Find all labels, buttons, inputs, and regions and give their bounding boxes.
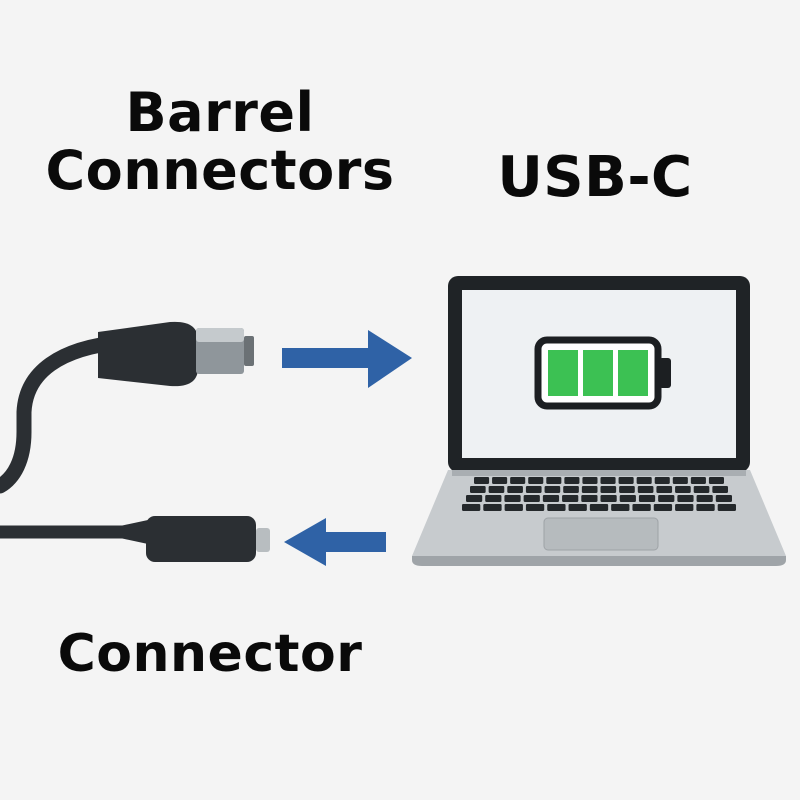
keyboard-key — [492, 477, 508, 484]
battery-cell — [583, 350, 613, 396]
keyboard-key — [715, 495, 732, 502]
keyboard-key — [708, 477, 724, 484]
keyboard-key — [485, 495, 502, 502]
keyboard-key — [696, 495, 713, 502]
keyboard-key — [600, 477, 616, 484]
battery-cells — [548, 350, 648, 396]
keyboard-key — [542, 495, 560, 502]
keyboard-key — [717, 504, 736, 511]
keyboard-key — [690, 477, 706, 484]
keyboard-key — [656, 486, 673, 493]
keyboard-key — [528, 477, 544, 484]
keyboard-key — [600, 495, 617, 502]
keyboard-key — [462, 504, 481, 511]
keyboard-key — [547, 504, 566, 511]
battery-icon — [534, 336, 671, 410]
keyboard-key — [675, 486, 691, 493]
keyboard-key — [504, 504, 523, 511]
keyboard-key — [618, 477, 634, 484]
keyboard-key — [589, 504, 609, 511]
keyboard-key — [470, 486, 486, 493]
keyboard-key — [653, 504, 673, 511]
keyboard-key — [562, 495, 579, 502]
keyboard-key — [632, 504, 651, 511]
keyboard-key — [466, 495, 483, 502]
battery-cell — [618, 350, 648, 396]
usb-c-plug-icon — [0, 516, 270, 562]
arrow-right-icon — [282, 330, 412, 388]
battery-cell — [548, 350, 578, 396]
keyboard-key — [693, 486, 710, 493]
keyboard-key — [581, 495, 598, 502]
keyboard-key — [474, 477, 490, 484]
keyboard — [462, 477, 736, 511]
keyboard-key — [677, 495, 694, 502]
keyboard-key — [611, 504, 630, 511]
keyboard-key — [636, 477, 652, 484]
keyboard-key — [523, 495, 540, 502]
keyboard-key — [672, 477, 688, 484]
keyboard-key — [546, 477, 562, 484]
keyboard-key — [488, 486, 505, 493]
keyboard-key — [564, 477, 580, 484]
keyboard-key — [600, 486, 617, 493]
barrel-label-line1: Barrel — [125, 81, 315, 144]
keyboard-key — [619, 486, 635, 493]
arrow-left-icon — [284, 518, 386, 566]
keyboard-key — [544, 486, 561, 493]
keyboard-key — [483, 504, 502, 511]
keyboard-key — [568, 504, 587, 511]
keyboard-key — [507, 486, 523, 493]
barrel-connectors-label: Barrel Connectors — [20, 81, 420, 203]
keyboard-key — [563, 486, 579, 493]
keyboard-key — [525, 486, 542, 493]
keyboard-key — [658, 495, 675, 502]
usb-c-label: USB-C — [497, 145, 693, 210]
keyboard-key — [712, 486, 728, 493]
keyboard-key — [582, 477, 598, 484]
keyboard-key — [637, 486, 654, 493]
keyboard-key — [696, 504, 715, 511]
keyboard-key — [581, 486, 598, 493]
keyboard-key — [675, 504, 694, 511]
keyboard-key — [504, 495, 521, 502]
connector-label: Connector — [57, 624, 363, 684]
keyboard-key — [619, 495, 636, 502]
barrel-plug-icon — [0, 321, 254, 494]
keyboard-key — [510, 477, 526, 484]
keyboard-key — [638, 495, 656, 502]
keyboard-key — [654, 477, 670, 484]
keyboard-key — [525, 504, 545, 511]
laptop-icon — [412, 276, 786, 566]
barrel-label-line2: Connectors — [45, 139, 395, 203]
